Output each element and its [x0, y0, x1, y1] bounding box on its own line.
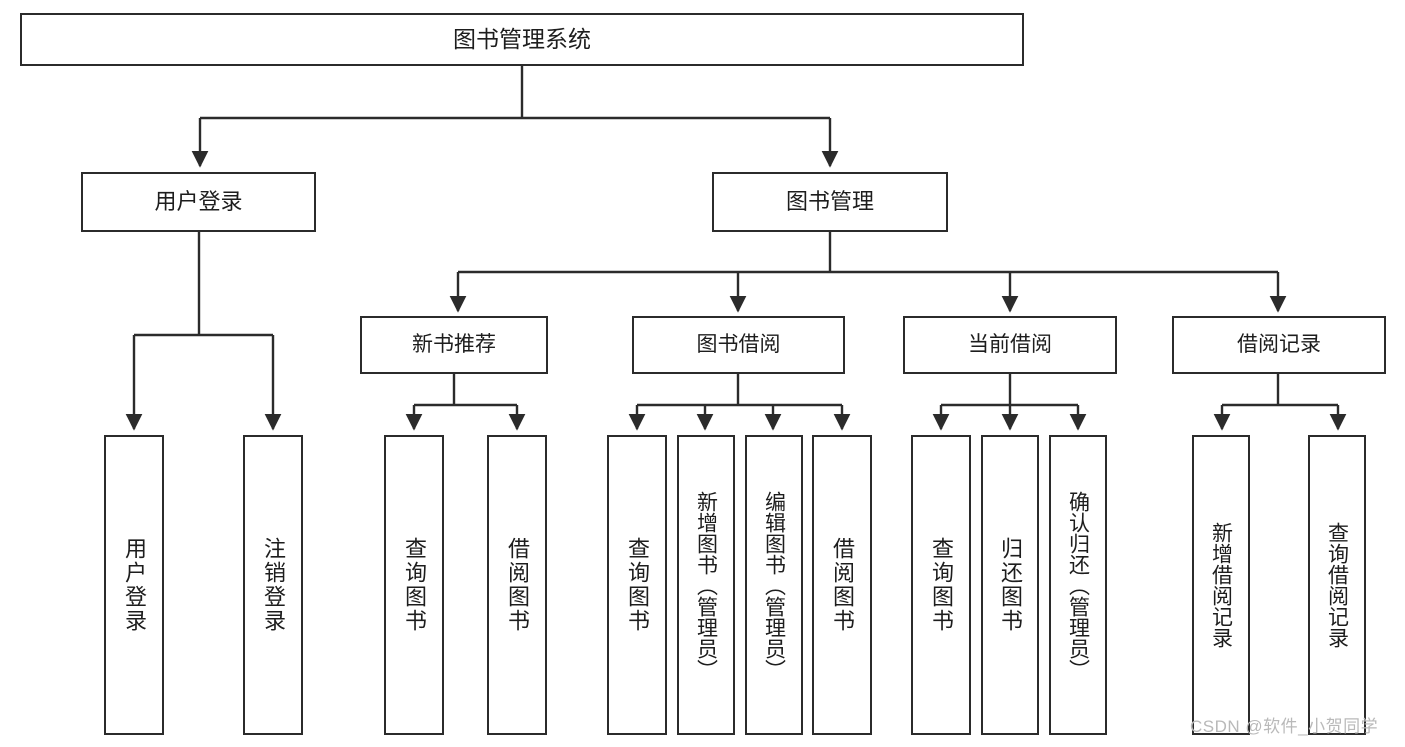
node-leaf-return-book[interactable]: 归还图书: [981, 435, 1039, 735]
node-leaf-query-borrow-record-label: 查询借阅记录: [1325, 522, 1349, 648]
node-current-borrow-label: 当前借阅: [968, 332, 1052, 356]
node-leaf-current-query-book[interactable]: 查询图书: [911, 435, 971, 735]
node-leaf-borrow-query-book-label: 查询图书: [625, 537, 650, 633]
node-root-label: 图书管理系统: [453, 25, 591, 52]
node-leaf-logout-label: 注销登录: [261, 537, 286, 633]
node-leaf-new-book-query-label: 查询图书: [402, 537, 427, 633]
node-leaf-new-book-borrow-label: 借阅图书: [505, 537, 530, 633]
node-book-borrow[interactable]: 图书借阅: [632, 316, 845, 374]
node-borrow-record-label: 借阅记录: [1237, 332, 1321, 356]
node-leaf-edit-book-admin-label: 编辑图书（管理员）: [762, 490, 786, 680]
node-leaf-borrow-book[interactable]: 借阅图书: [812, 435, 872, 735]
node-leaf-edit-book-admin[interactable]: 编辑图书（管理员）: [745, 435, 803, 735]
node-leaf-confirm-return-admin-label: 确认归还（管理员）: [1066, 490, 1090, 680]
node-leaf-query-borrow-record[interactable]: 查询借阅记录: [1308, 435, 1366, 735]
node-leaf-return-book-label: 归还图书: [998, 537, 1023, 633]
node-leaf-add-borrow-record[interactable]: 新增借阅记录: [1192, 435, 1250, 735]
node-leaf-user-login[interactable]: 用户登录: [104, 435, 164, 735]
node-root-book-management-system[interactable]: 图书管理系统: [20, 13, 1024, 66]
node-new-book-recommend[interactable]: 新书推荐: [360, 316, 548, 374]
node-leaf-borrow-book-label: 借阅图书: [830, 537, 855, 633]
node-leaf-new-book-borrow[interactable]: 借阅图书: [487, 435, 547, 735]
node-leaf-confirm-return-admin[interactable]: 确认归还（管理员）: [1049, 435, 1107, 735]
node-user-login[interactable]: 用户登录: [81, 172, 316, 232]
csdn-watermark: CSDN @软件_小贺同学: [1190, 717, 1379, 736]
node-leaf-user-login-label: 用户登录: [122, 537, 147, 633]
node-user-login-label: 用户登录: [154, 189, 243, 215]
node-leaf-add-borrow-record-label: 新增借阅记录: [1209, 522, 1233, 648]
node-borrow-record[interactable]: 借阅记录: [1172, 316, 1386, 374]
node-leaf-add-book-admin-label: 新增图书（管理员）: [694, 490, 718, 680]
node-leaf-add-book-admin[interactable]: 新增图书（管理员）: [677, 435, 735, 735]
node-new-book-recommend-label: 新书推荐: [412, 332, 496, 356]
node-book-borrow-label: 图书借阅: [696, 332, 781, 356]
node-leaf-borrow-query-book[interactable]: 查询图书: [607, 435, 667, 735]
node-leaf-logout[interactable]: 注销登录: [243, 435, 303, 735]
node-leaf-current-query-book-label: 查询图书: [929, 537, 954, 633]
node-book-management[interactable]: 图书管理: [712, 172, 948, 232]
node-leaf-new-book-query[interactable]: 查询图书: [384, 435, 444, 735]
node-book-management-label: 图书管理: [785, 189, 874, 215]
node-current-borrow[interactable]: 当前借阅: [903, 316, 1117, 374]
